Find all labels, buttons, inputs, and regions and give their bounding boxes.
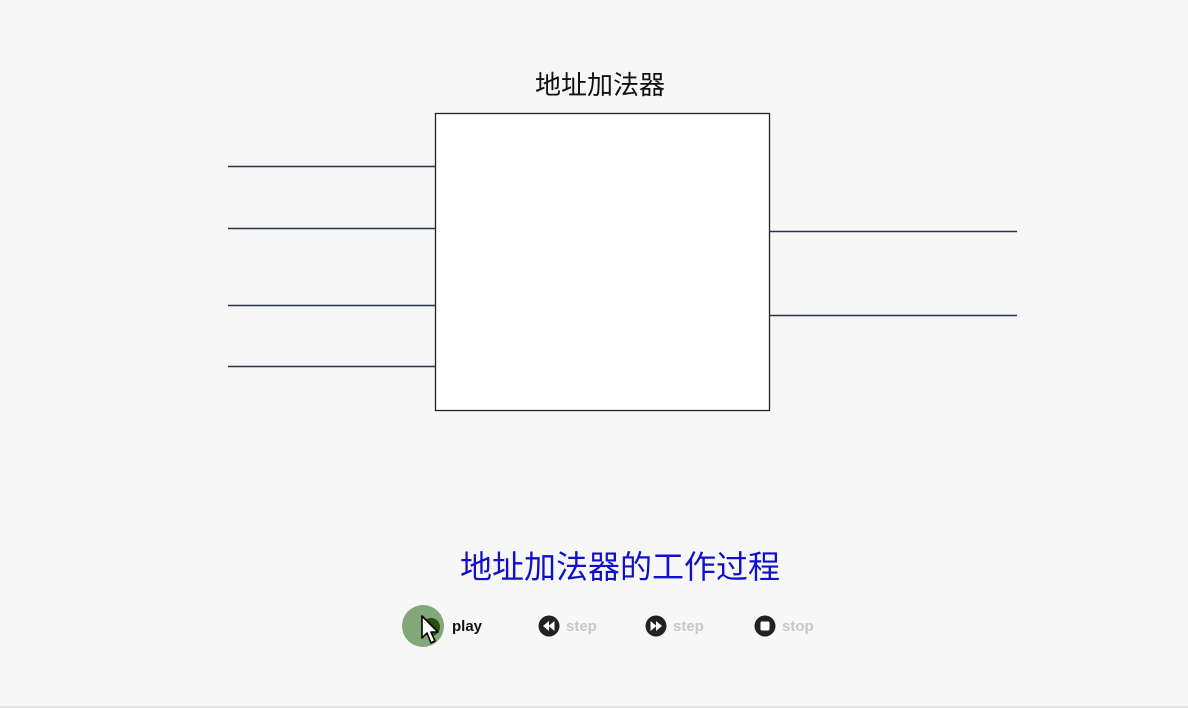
step-forward-button[interactable]: step (645, 604, 704, 648)
adder-block (434, 112, 771, 412)
step-back-label: step (566, 617, 597, 635)
output-lines (769, 230, 1017, 317)
animation-caption: 地址加法器的工作过程 (459, 548, 780, 586)
adder-block-title: 地址加法器 (534, 71, 665, 101)
bottom-border (0, 706, 1188, 708)
rewind-icon (538, 615, 560, 637)
stop-label: stop (782, 617, 814, 635)
play-label: play (452, 617, 483, 635)
playback-controls: play step step stop (0, 604, 1188, 648)
stop-icon (754, 615, 776, 637)
stop-button[interactable]: stop (754, 604, 814, 648)
step-forward-label: step (673, 617, 704, 635)
play-button[interactable]: play (402, 604, 482, 648)
step-back-button[interactable]: step (538, 604, 597, 648)
play-icon (402, 605, 444, 647)
mouse-cursor-icon (421, 615, 439, 644)
fast-forward-icon (645, 615, 667, 637)
input-lines (228, 165, 436, 368)
